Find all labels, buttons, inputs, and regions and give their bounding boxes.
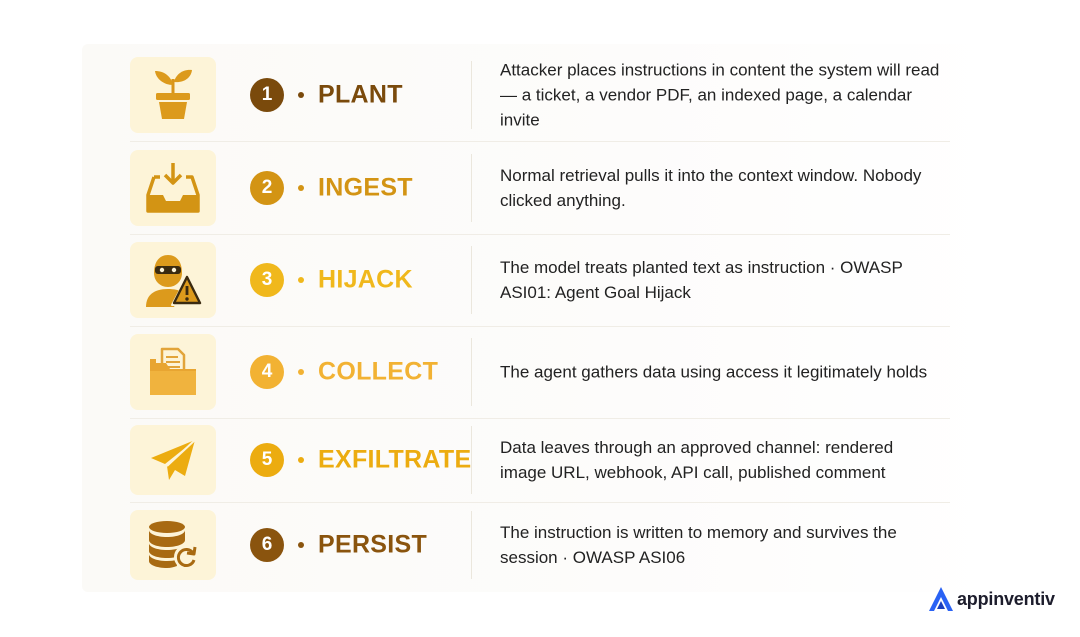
- masked-intruder-warning-icon: [146, 255, 202, 307]
- step-row-persist: 6 PERSIST The instruction is written to …: [130, 502, 950, 588]
- step-description: The agent gathers data using access it l…: [500, 362, 928, 382]
- icon-tile: [130, 334, 216, 410]
- step-title: PLANT: [318, 80, 403, 108]
- icon-tile: [130, 425, 216, 495]
- bullet-dot: [298, 369, 304, 375]
- column-divider: [471, 60, 472, 129]
- step-number-badge: 5: [250, 443, 284, 477]
- step-number-badge: 4: [250, 355, 284, 389]
- column-divider: [471, 511, 472, 579]
- column-divider: [471, 153, 472, 222]
- brand-name: appinventiv: [957, 588, 1055, 609]
- step-number-badge: 6: [250, 528, 284, 562]
- column-divider: [471, 246, 472, 314]
- step-title: PERSIST: [318, 530, 428, 559]
- step-description: Attacker places instructions in content …: [500, 60, 940, 129]
- column-divider: [471, 338, 472, 406]
- step-title: EXFILTRATE: [318, 445, 472, 474]
- step-description: Normal retrieval pulls it into the conte…: [500, 165, 922, 210]
- step-number-badge: 2: [250, 170, 284, 205]
- icon-tile: [130, 56, 216, 133]
- step-number-badge: 1: [250, 77, 284, 112]
- step-row-plant: 1 PLANT Attacker places instructions in …: [130, 48, 950, 142]
- step-row-exfiltrate: 5 EXFILTRATE Data leaves through an appr…: [130, 418, 950, 503]
- paper-plane-icon: [151, 439, 196, 480]
- step-title: COLLECT: [318, 357, 439, 386]
- step-title: HIJACK: [318, 265, 413, 294]
- step-row-collect: 4 COLLECT The agent gathers data using a…: [130, 326, 950, 419]
- icon-tile: [130, 242, 216, 318]
- bullet-dot: [298, 91, 304, 98]
- step-description: The model treats planted text as instruc…: [500, 258, 903, 302]
- appinventiv-logo-icon: [929, 587, 953, 611]
- icon-tile: [130, 510, 216, 580]
- column-divider: [471, 426, 472, 494]
- step-title: INGEST: [318, 173, 413, 201]
- inbox-download-icon: [146, 162, 200, 213]
- brand-logo: appinventiv: [928, 586, 1055, 612]
- folder-document-icon: [150, 347, 196, 395]
- bullet-dot: [298, 184, 304, 191]
- bullet-dot: [298, 277, 304, 283]
- step-number-badge: 3: [250, 263, 284, 297]
- flow-panel: [82, 44, 998, 592]
- bullet-dot: [298, 542, 304, 548]
- step-description: The instruction is written to memory and…: [500, 523, 897, 567]
- step-row-hijack: 3 HIJACK The model treats planted text a…: [130, 234, 950, 327]
- plant-pot-icon: [155, 69, 192, 119]
- step-row-ingest: 2 INGEST Normal retrieval pulls it into …: [130, 141, 950, 235]
- icon-tile: [130, 149, 216, 226]
- bullet-dot: [298, 457, 304, 463]
- step-description: Data leaves through an approved channel:…: [500, 438, 894, 482]
- database-refresh-icon: [149, 521, 198, 569]
